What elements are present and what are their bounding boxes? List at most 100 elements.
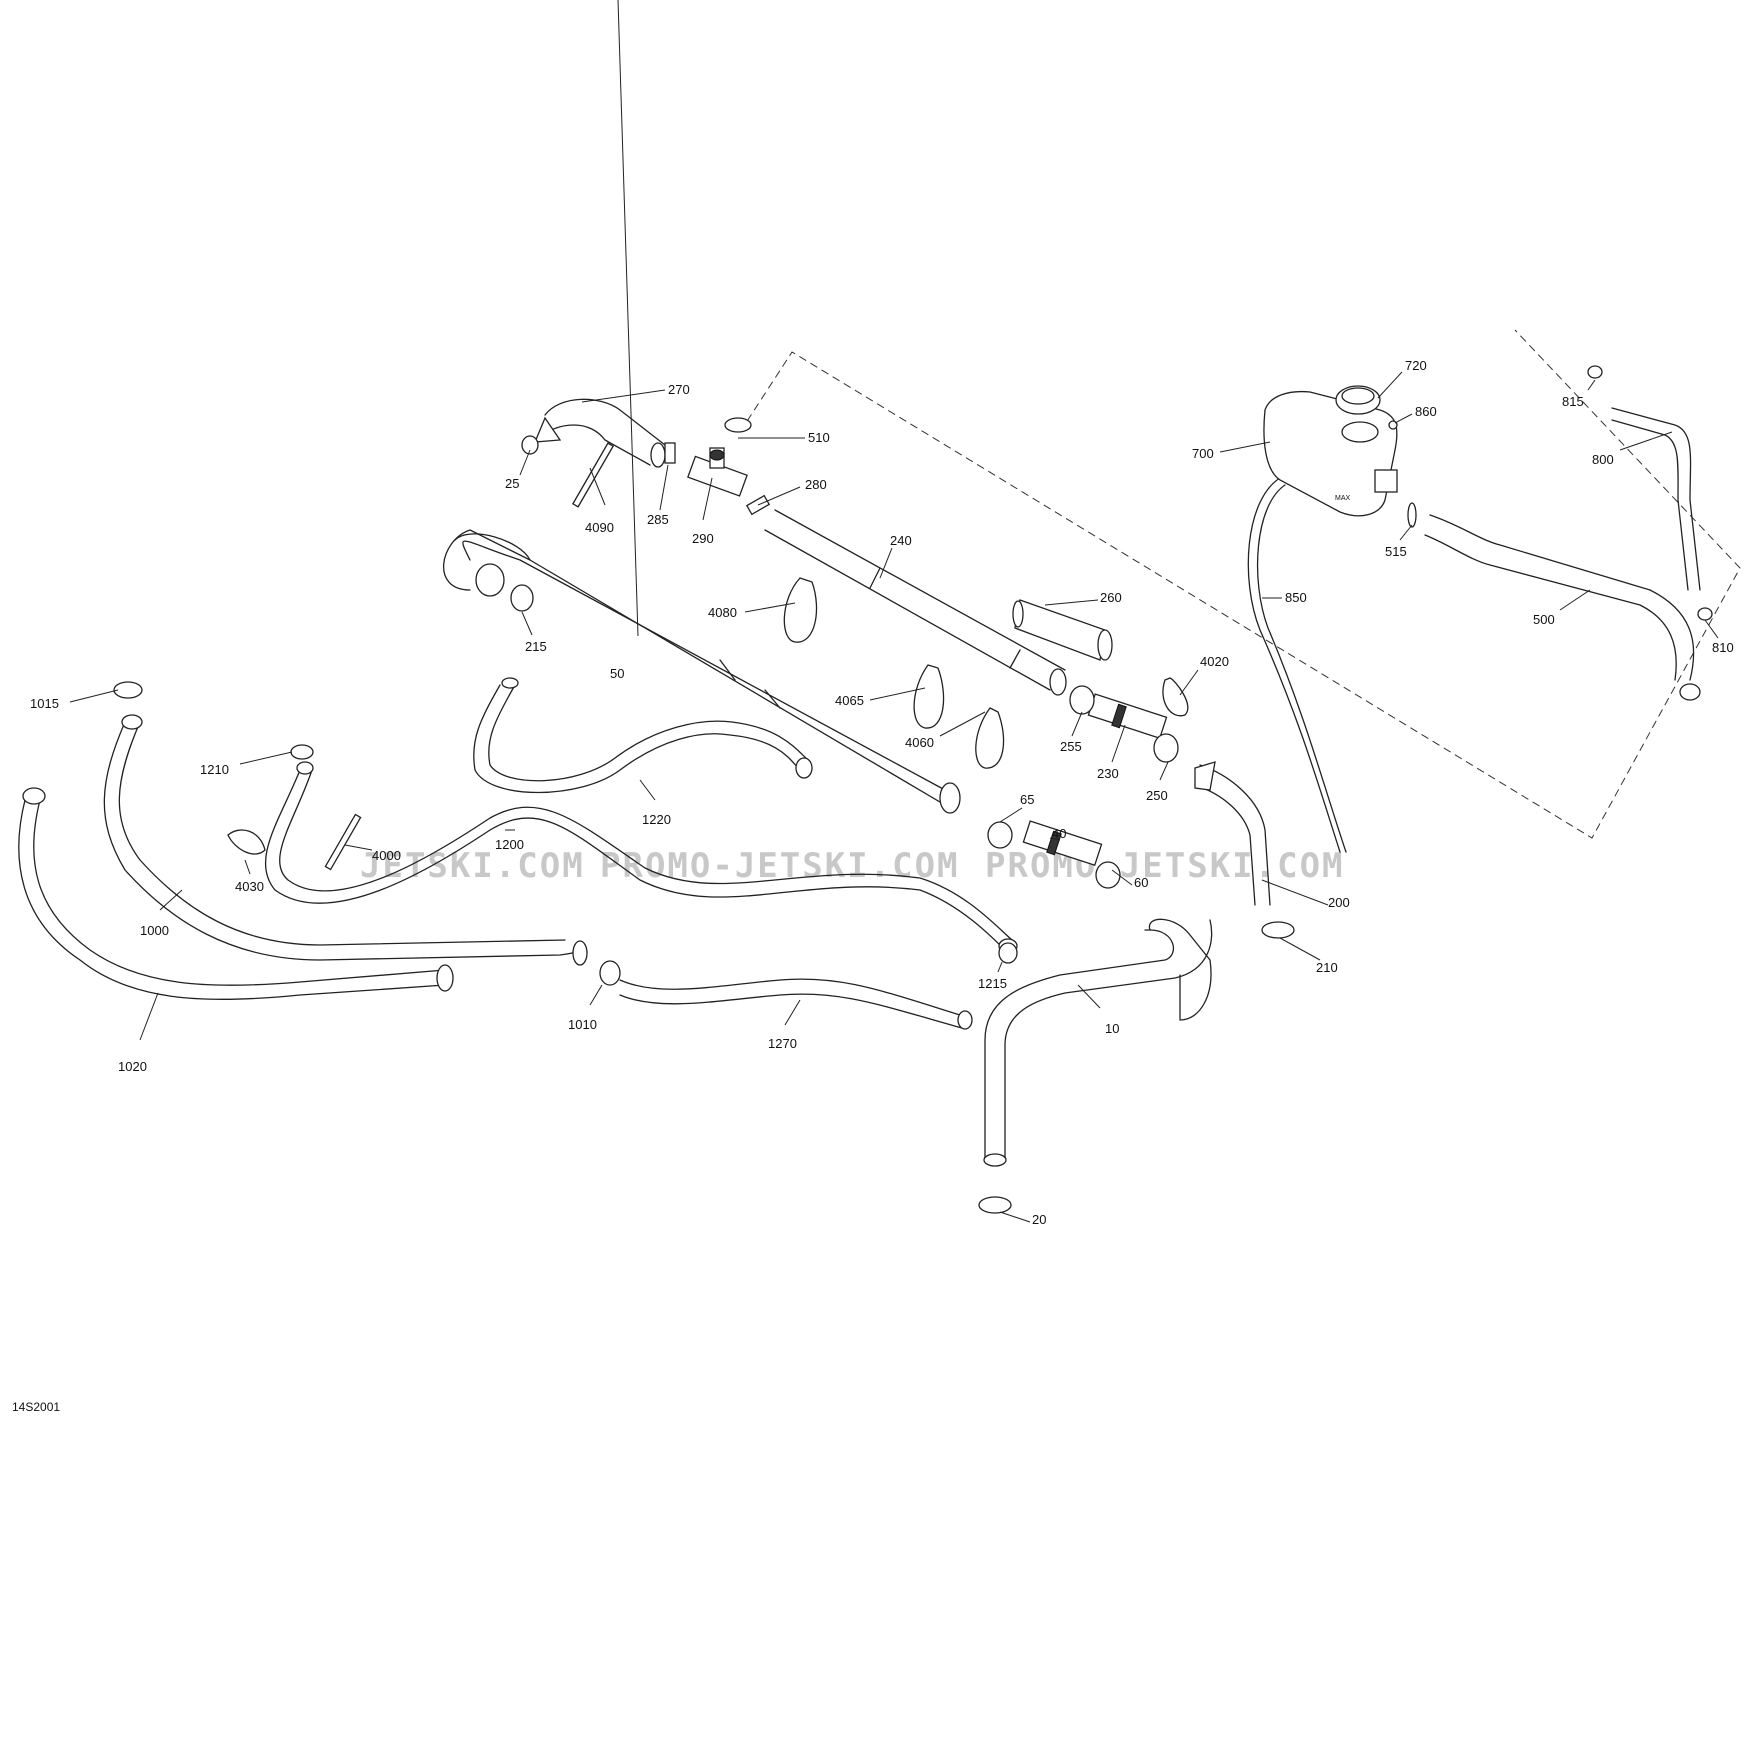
label-500: 500 bbox=[1533, 612, 1555, 627]
strap-4060 bbox=[975, 707, 1005, 769]
label-700: 700 bbox=[1192, 446, 1214, 461]
coolant-tank-700: MAX bbox=[1263, 390, 1398, 517]
clamp-255 bbox=[1069, 685, 1095, 715]
label-25: 25 bbox=[505, 476, 519, 491]
label-720: 720 bbox=[1405, 358, 1427, 373]
label-270: 270 bbox=[668, 382, 690, 397]
hose-10 bbox=[983, 918, 1213, 1167]
hose-1220 bbox=[473, 677, 813, 794]
tie-4000 bbox=[324, 813, 362, 871]
svg-text:20: 20 bbox=[1032, 1212, 1046, 1227]
svg-text:MAX: MAX bbox=[1335, 495, 1351, 502]
strap-4030 bbox=[227, 829, 266, 855]
svg-text:230: 230 bbox=[1097, 766, 1119, 781]
diagram-code: 14S2001 bbox=[12, 1400, 60, 1414]
label-4000: 4000 bbox=[372, 848, 401, 863]
assembly-dashed-line-left bbox=[739, 329, 1741, 839]
clamp-1215 bbox=[998, 942, 1018, 964]
hose-1270 bbox=[619, 978, 973, 1030]
svg-text:720: 720 bbox=[1405, 358, 1427, 373]
svg-text:280: 280 bbox=[805, 477, 827, 492]
clamp-810 bbox=[1697, 607, 1713, 621]
clamp-815 bbox=[1587, 365, 1603, 379]
label-285: 285 bbox=[647, 512, 669, 527]
clamp-60 bbox=[1095, 861, 1121, 889]
label-810: 810 bbox=[1712, 640, 1734, 655]
svg-text:4030: 4030 bbox=[235, 879, 264, 894]
svg-text:25: 25 bbox=[505, 476, 519, 491]
clamp-65 bbox=[987, 821, 1013, 849]
svg-text:500: 500 bbox=[1533, 612, 1555, 627]
label-1020: 1020 bbox=[118, 1059, 147, 1074]
label-860: 860 bbox=[1415, 404, 1437, 419]
clamp-215 bbox=[510, 584, 534, 612]
svg-text:1270: 1270 bbox=[768, 1036, 797, 1051]
clamp-510 bbox=[724, 417, 752, 433]
hose-800 bbox=[1611, 407, 1701, 591]
label-4060: 4060 bbox=[905, 735, 934, 750]
svg-text:4080: 4080 bbox=[708, 605, 737, 620]
svg-text:10: 10 bbox=[1105, 1021, 1119, 1036]
clamps bbox=[113, 365, 1713, 1214]
label-815: 815 bbox=[1562, 394, 1584, 409]
label-1270: 1270 bbox=[768, 1036, 797, 1051]
svg-text:4020: 4020 bbox=[1200, 654, 1229, 669]
svg-text:4060: 4060 bbox=[905, 735, 934, 750]
svg-text:4090: 4090 bbox=[585, 520, 614, 535]
sleeve-260 bbox=[1012, 599, 1113, 661]
svg-text:810: 810 bbox=[1712, 640, 1734, 655]
hose-1020 bbox=[18, 787, 454, 1001]
label-4090: 4090 bbox=[585, 520, 614, 535]
svg-text:1200: 1200 bbox=[495, 837, 524, 852]
svg-text:270: 270 bbox=[668, 382, 690, 397]
clamp-1210 bbox=[290, 744, 314, 760]
label-210: 210 bbox=[1316, 960, 1338, 975]
label-250: 250 bbox=[1146, 788, 1168, 803]
clamp-20 bbox=[978, 1196, 1012, 1214]
label-1015: 1015 bbox=[30, 696, 59, 711]
hose-270 bbox=[533, 398, 666, 468]
label-1215: 1215 bbox=[978, 976, 1007, 991]
svg-text:1215: 1215 bbox=[978, 976, 1007, 991]
label-65: 65 bbox=[1020, 792, 1034, 807]
label-255: 255 bbox=[1060, 739, 1082, 754]
hose-850 bbox=[1247, 477, 1347, 853]
label-850: 850 bbox=[1285, 590, 1307, 605]
fitting-40 bbox=[1022, 820, 1103, 867]
hose-240 bbox=[764, 509, 1067, 696]
svg-text:700: 700 bbox=[1192, 446, 1214, 461]
hose-500 bbox=[1424, 514, 1701, 701]
svg-text:40: 40 bbox=[1052, 826, 1066, 841]
label-200: 200 bbox=[1328, 895, 1350, 910]
svg-text:250: 250 bbox=[1146, 788, 1168, 803]
straps bbox=[227, 442, 1189, 871]
clamp-1015 bbox=[113, 681, 143, 699]
clamp-285 bbox=[664, 442, 676, 464]
label-4030: 4030 bbox=[235, 879, 264, 894]
clamp-250 bbox=[1153, 733, 1179, 763]
clamp-210 bbox=[1261, 921, 1295, 939]
watermark-row: JETSKI.COM PROMO-JETSKI.COM PROMO-JETSKI… bbox=[360, 846, 1343, 886]
label-4020: 4020 bbox=[1200, 654, 1229, 669]
cap-720 bbox=[1335, 385, 1381, 415]
clamp-1010 bbox=[599, 960, 621, 986]
svg-text:4065: 4065 bbox=[835, 693, 864, 708]
svg-text:4000: 4000 bbox=[372, 848, 401, 863]
tee-fitting-290 bbox=[687, 447, 748, 497]
svg-text:1010: 1010 bbox=[568, 1017, 597, 1032]
svg-text:200: 200 bbox=[1328, 895, 1350, 910]
strap-4020 bbox=[1162, 677, 1189, 717]
label-290: 290 bbox=[692, 531, 714, 546]
svg-text:1000: 1000 bbox=[140, 923, 169, 938]
svg-text:215: 215 bbox=[525, 639, 547, 654]
hose-50 bbox=[443, 529, 961, 814]
svg-text:210: 210 bbox=[1316, 960, 1338, 975]
svg-text:285: 285 bbox=[647, 512, 669, 527]
label-1010: 1010 bbox=[568, 1017, 597, 1032]
svg-text:60: 60 bbox=[1134, 875, 1148, 890]
label-20: 20 bbox=[1032, 1212, 1046, 1227]
svg-text:1220: 1220 bbox=[642, 812, 671, 827]
callouts: 270 510 25 4090 285 290 280 240 260 4080… bbox=[30, 0, 1734, 1227]
watermark-partial: JETSKI.COM bbox=[360, 846, 585, 886]
